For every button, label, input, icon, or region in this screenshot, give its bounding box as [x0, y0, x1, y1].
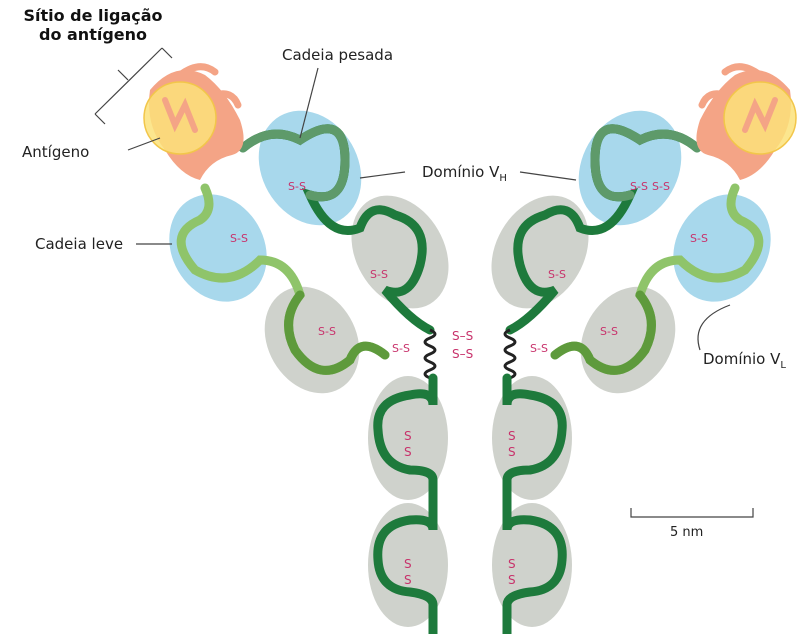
vh-right-leader — [520, 172, 576, 180]
vh-domain-text: Domínio V — [422, 163, 499, 181]
antigen-label: Antígeno — [22, 145, 89, 160]
vl-domain-text: Domínio V — [703, 350, 780, 368]
svg-text:S: S — [404, 429, 412, 443]
right-hinge — [505, 330, 515, 378]
vh-domain-label: Domínio VH — [422, 165, 507, 180]
left-ch1-ss: S-S — [370, 268, 388, 281]
left-vh-ss: S-S — [288, 180, 306, 193]
svg-text:S: S — [508, 557, 516, 571]
fc-stem: SS SS SS SS — [368, 376, 572, 634]
svg-text:S: S — [404, 557, 412, 571]
svg-text:S-S: S-S — [548, 268, 566, 281]
svg-text:S: S — [508, 445, 516, 459]
vh-domain-subscript: H — [499, 173, 507, 184]
left-cl-domain — [246, 270, 378, 411]
hinge-ss-1: S–S — [452, 329, 473, 343]
right-cl-domain — [562, 270, 694, 411]
svg-text:S-S: S-S — [530, 342, 548, 355]
binding-site-label-line1: Sítio de ligação — [8, 6, 178, 25]
vl-leader — [698, 305, 730, 350]
left-vl-domain — [150, 177, 286, 320]
left-interchain-ss: S-S — [392, 342, 410, 355]
left-arm: S-S S-S S-S S-S S-S — [144, 67, 468, 411]
light-chain-label: Cadeia leve — [35, 237, 123, 252]
hinge-ss-2: S–S — [452, 347, 473, 361]
right-vl-domain — [654, 177, 790, 320]
hinge-region: S–S S–S — [425, 329, 515, 378]
svg-text:S: S — [404, 573, 412, 587]
svg-text:S-S: S-S — [630, 180, 648, 193]
svg-text:S-S: S-S — [600, 325, 618, 338]
svg-text:S: S — [508, 573, 516, 587]
scale-bar — [631, 508, 753, 517]
right-vh-ss: S-S — [652, 180, 670, 193]
binding-site-label-line2: do antígeno — [8, 25, 178, 44]
scale-label: 5 nm — [670, 525, 703, 540]
left-vl-ss: S-S — [230, 232, 248, 245]
svg-text:S-S: S-S — [690, 232, 708, 245]
svg-text:S: S — [508, 429, 516, 443]
vl-domain-label: Domínio VL — [703, 352, 786, 367]
heavy-chain-label: Cadeia pesada — [282, 48, 393, 63]
left-cl-ss: S-S — [318, 325, 336, 338]
svg-text:S: S — [404, 445, 412, 459]
vh-left-leader — [360, 172, 405, 178]
binding-site-label: Sítio de ligação do antígeno — [8, 6, 178, 44]
vl-domain-subscript: L — [780, 360, 786, 371]
left-hinge — [425, 330, 435, 378]
